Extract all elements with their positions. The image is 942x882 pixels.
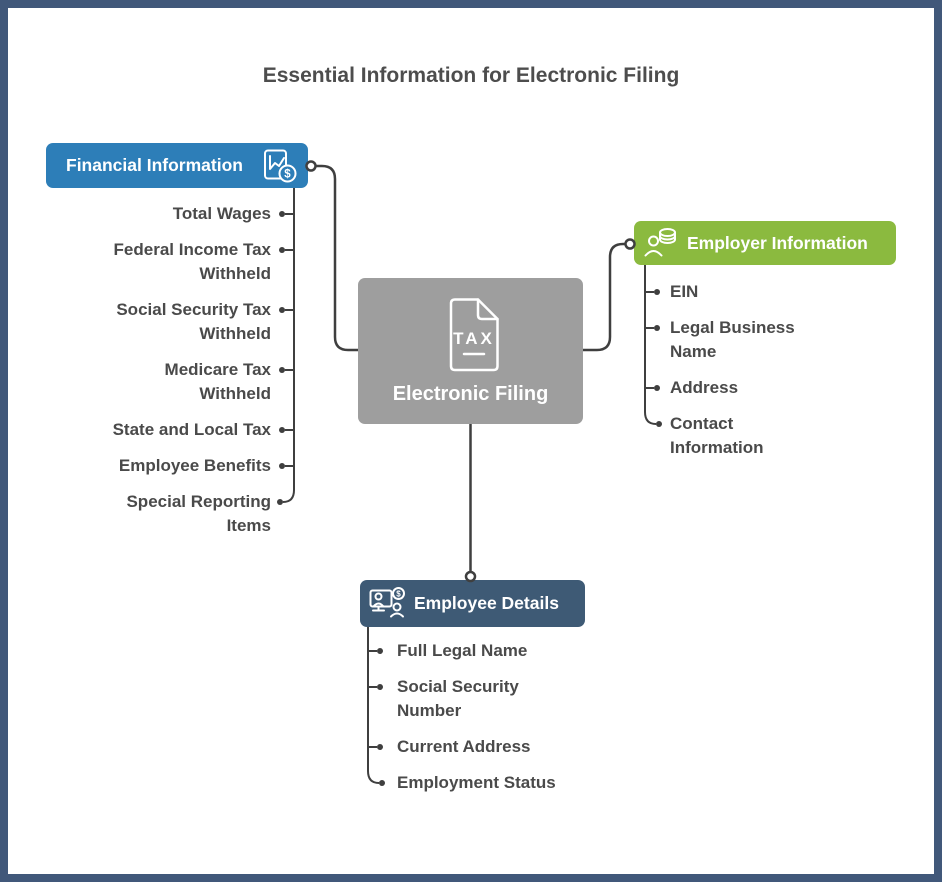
financial-items-list: Total Wages Federal Income Tax Withheld … xyxy=(96,202,271,550)
list-item: Full Legal Name xyxy=(397,641,528,660)
tax-document-icon: TAX xyxy=(442,297,500,373)
employer-information-node: Employer Information xyxy=(634,221,896,265)
list-item: Special Reporting Items xyxy=(126,492,271,535)
financial-information-node: Financial Information $ xyxy=(46,143,308,188)
center-node-label: Electronic Filing xyxy=(392,382,549,405)
employer-person-database-icon xyxy=(644,226,678,260)
list-item: Legal Business Name xyxy=(670,318,795,361)
employee-monitor-dollar-icon: $ xyxy=(369,586,405,621)
electronic-filing-center-node: TAX Electronic Filing xyxy=(358,278,583,424)
financial-node-label: Financial Information xyxy=(66,155,243,175)
employer-items-list: EIN Legal Business Name Address Contact … xyxy=(670,280,822,472)
financial-report-dollar-icon: $ xyxy=(260,149,298,183)
dollar-glyph: $ xyxy=(396,589,401,598)
employer-node-label: Employer Information xyxy=(687,232,868,253)
diagram-title: Essential Information for Electronic Fil… xyxy=(262,64,680,87)
list-item: Address xyxy=(670,378,739,397)
list-item: Current Address xyxy=(397,737,531,756)
list-item: Employee Benefits xyxy=(118,456,271,475)
list-item: Social Security Tax Withheld xyxy=(116,300,271,343)
employee-details-node: $ Employee Details xyxy=(360,580,585,627)
list-item: Contact Information xyxy=(670,414,764,457)
list-item: Federal Income Tax Withheld xyxy=(113,240,271,283)
list-item: State and Local Tax xyxy=(112,420,271,439)
employee-node-label: Employee Details xyxy=(414,593,559,613)
list-item: Total Wages xyxy=(172,204,271,223)
list-item: Social Security Number xyxy=(397,677,519,720)
list-item: Employment Status xyxy=(397,773,556,792)
dollar-glyph: $ xyxy=(284,168,291,180)
list-item: Medicare Tax Withheld xyxy=(164,360,271,403)
tax-glyph: TAX xyxy=(453,329,495,348)
list-item: EIN xyxy=(670,282,699,301)
employee-items-list: Full Legal Name Social Security Number C… xyxy=(397,639,573,807)
